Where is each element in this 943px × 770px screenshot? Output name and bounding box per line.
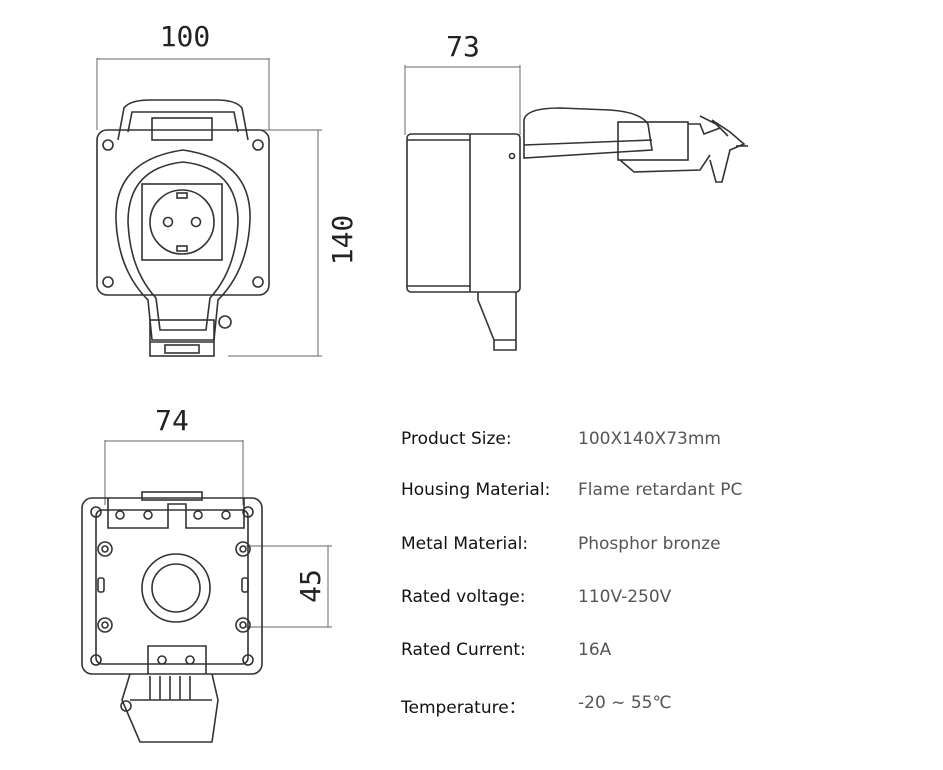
spec-label: Product Size: (401, 429, 512, 449)
dim-back-width: 74 (155, 404, 189, 437)
dim-front-height: 140 (326, 215, 359, 266)
dim-front-width: 100 (160, 20, 211, 53)
spec-label: Rated voltage: (401, 587, 526, 607)
spec-value: Phosphor bronze (578, 534, 721, 554)
spec-label: Rated Current: (401, 640, 526, 660)
spec-label: Housing Material: (401, 480, 551, 500)
spec-value: -20 ~ 55℃ (578, 693, 672, 713)
spec-label: Temperature： (401, 698, 526, 718)
dim-side-depth: 73 (446, 30, 480, 63)
spec-value: Flame retardant PC (578, 480, 743, 500)
spec-value: 100X140X73mm (578, 429, 721, 449)
spec-value: 16A (578, 640, 612, 660)
spec-value: 110V-250V (578, 587, 672, 607)
spec-label: Metal Material: (401, 534, 529, 554)
dim-back-hole-spacing: 45 (294, 569, 327, 603)
side-view (404, 65, 748, 351)
back-view (81, 440, 332, 743)
front-view (96, 58, 322, 357)
